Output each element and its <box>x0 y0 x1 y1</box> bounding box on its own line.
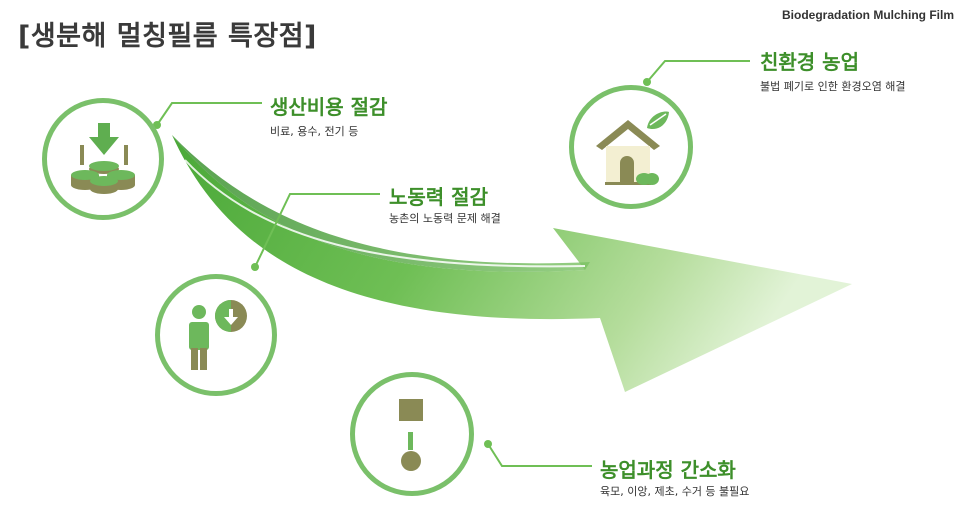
feature-desc-simplify: 육모, 이앙, 제초, 수거 등 불필요 <box>600 485 750 498</box>
feature-desc-eco: 불법 폐기로 인한 환경오염 해결 <box>760 80 906 93</box>
feature-title-cost: 생산비용 절감 <box>270 95 388 119</box>
feature-circle-simplify <box>350 372 474 496</box>
arrow-highlight <box>184 159 586 268</box>
arrow-shape <box>172 135 852 392</box>
feature-circle-eco <box>569 85 693 209</box>
connector-simplify <box>487 443 592 467</box>
feature-title-labor: 노동력 절감 <box>389 185 488 209</box>
feature-desc-cost: 비료, 용수, 전기 등 <box>270 125 359 138</box>
feature-circle-labor <box>155 274 277 396</box>
person-clock-icon <box>189 300 247 370</box>
simplify-icon <box>399 399 423 471</box>
connector-labor <box>254 193 380 268</box>
eco-house-icon <box>596 111 669 185</box>
connector-dot <box>484 440 492 448</box>
brand-label: Biodegradation Mulching Film <box>782 8 954 22</box>
feature-title-simplify: 농업과정 간소화 <box>600 458 736 482</box>
connector-dot <box>643 78 651 86</box>
feature-desc-labor: 농촌의 노동력 문제 해결 <box>389 212 501 225</box>
arrow-top-bevel <box>172 135 590 272</box>
feature-circle-cost <box>42 98 164 220</box>
connector-dot <box>251 263 259 271</box>
coins-down-icon <box>71 123 135 194</box>
page-title: [생분해 멀칭필름 특장점] <box>18 21 317 52</box>
connector-cost <box>156 102 262 126</box>
connector-eco <box>646 60 750 83</box>
feature-title-eco: 친환경 농업 <box>760 50 859 74</box>
